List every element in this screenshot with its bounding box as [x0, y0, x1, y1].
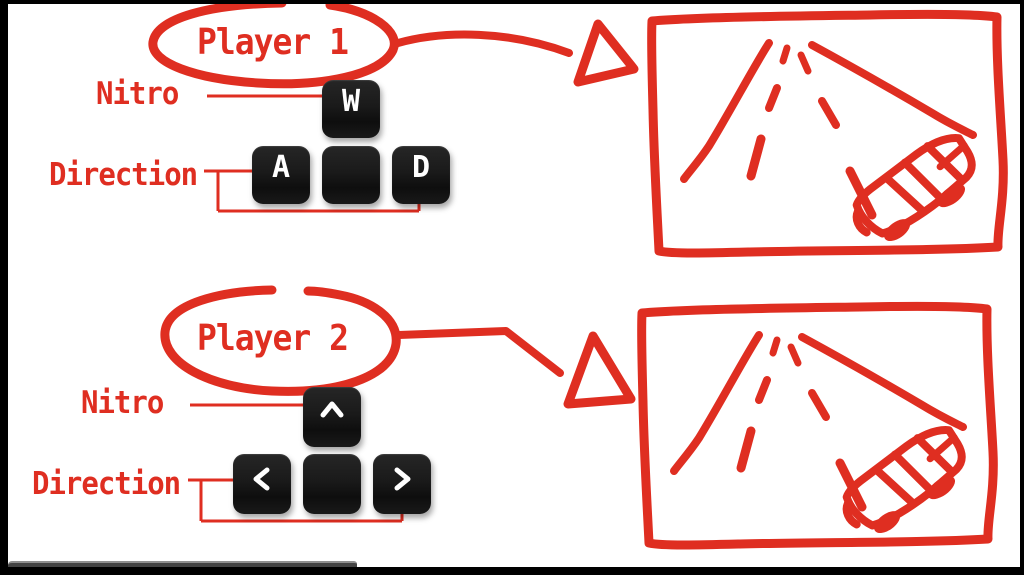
player1-title: Player 1	[197, 20, 349, 63]
player1-circle-doodle	[148, 0, 399, 89]
chevron-left-icon	[253, 467, 270, 491]
player1-arrow-line	[394, 30, 573, 57]
screen-border-right	[1020, 0, 1024, 575]
player1-direction-label: Direction	[49, 155, 198, 193]
screen-border-left	[0, 0, 8, 575]
screen-border-top	[0, 0, 1024, 4]
key-blank-player2	[303, 454, 361, 514]
player1-nitro-label: Nitro	[96, 74, 179, 112]
player2-title: Player 2	[197, 316, 349, 359]
screen-border-bottom	[0, 567, 1024, 575]
player2-arrowhead	[563, 331, 636, 409]
player2-direction-connector-line	[188, 478, 404, 523]
player2-direction-label: Direction	[32, 464, 181, 502]
chevron-right-icon	[394, 467, 411, 491]
key-arrow-right	[373, 454, 431, 514]
chevron-up-icon	[320, 401, 344, 418]
player1-arrowhead	[573, 19, 639, 87]
player2-road-car-sketch	[642, 306, 994, 548]
key-d: D	[392, 146, 450, 204]
key-arrow-left	[233, 454, 291, 514]
key-d-label: D	[411, 150, 431, 185]
player1-direction-connector-line	[204, 169, 421, 213]
key-w: W	[322, 80, 380, 138]
player2-nitro-label: Nitro	[81, 383, 164, 421]
player1-road-car-sketch	[652, 14, 1004, 256]
key-w-label: W	[341, 84, 361, 119]
key-blank-player1	[322, 146, 380, 204]
key-arrow-up	[303, 387, 361, 447]
key-a-label: A	[271, 150, 291, 185]
player2-arrow-line	[395, 327, 564, 377]
key-a: A	[252, 146, 310, 204]
